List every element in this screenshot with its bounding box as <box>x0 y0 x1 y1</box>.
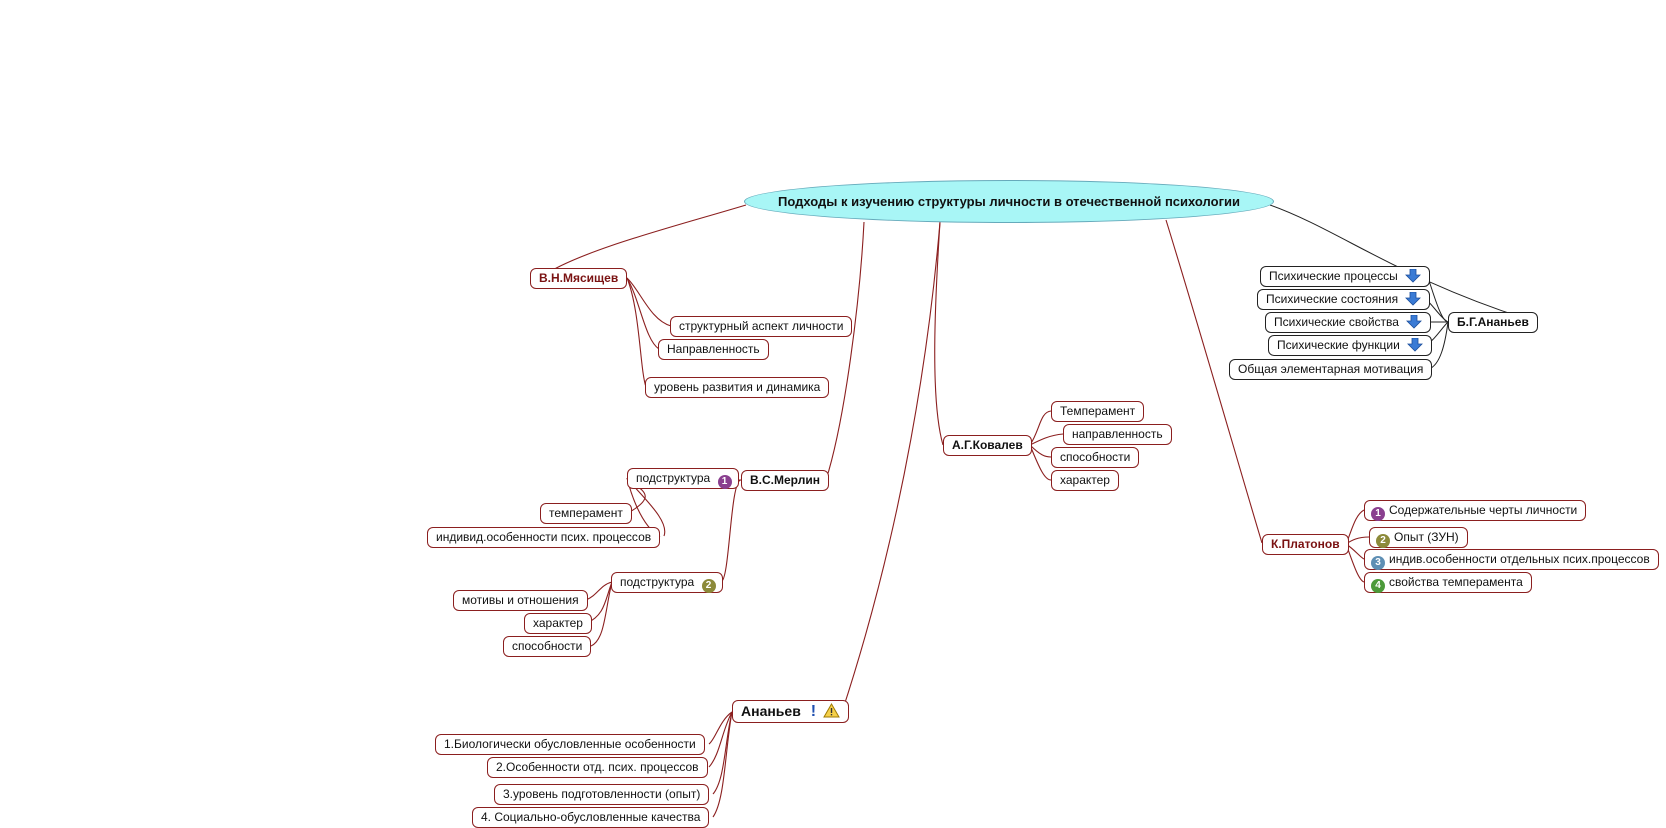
priority-1-icon: 1 <box>717 475 732 489</box>
arrow-down-icon <box>1406 315 1423 329</box>
ananiev-child-1[interactable]: 1.Биологически обусловленные особенности <box>435 734 705 755</box>
branch-merlin[interactable]: В.С.Мерлин <box>741 470 829 491</box>
platonov-child-label: свойства темперамента <box>1389 575 1523 589</box>
branch-bg-ananiev[interactable]: Б.Г.Ананьев <box>1448 312 1538 333</box>
branch-myasishchev[interactable]: В.Н.Мясищев <box>530 268 628 289</box>
myasishchev-child-1[interactable]: структурный аспект личности <box>670 316 853 337</box>
platonov-child-label: Опыт (ЗУН) <box>1394 530 1459 544</box>
platonov-child-2[interactable]: 2 Опыт (ЗУН) <box>1369 527 1468 548</box>
priority-2-icon: 2 <box>1376 534 1390 548</box>
ananiev-child-4[interactable]: 4. Социально-обусловленные качества <box>472 807 710 828</box>
kovalev-child-3[interactable]: способности <box>1051 447 1140 468</box>
bg-ananiev-child-label: Психические свойства <box>1274 315 1399 329</box>
ananiev-title: Ананьев <box>741 703 801 719</box>
substructure-label: подструктура <box>636 471 711 485</box>
arrow-down-icon <box>1407 338 1424 352</box>
bg-ananiev-child-5[interactable]: Общая элементарная мотивация <box>1229 359 1433 380</box>
ananiev-child-3[interactable]: 3.уровень подготовленности (опыт) <box>494 784 710 805</box>
kovalev-child-1[interactable]: Темперамент <box>1051 401 1145 422</box>
branch-ananiev[interactable]: Ананьев ! <box>732 700 849 723</box>
myasishchev-child-3[interactable]: уровень развития и динамика <box>645 377 830 398</box>
merlin-sub1-child-2[interactable]: индивид.особенности псих. процессов <box>427 527 661 548</box>
priority-2-icon: 2 <box>701 579 716 593</box>
myasishchev-child-2[interactable]: Направленность <box>658 339 769 360</box>
merlin-sub2-child-1[interactable]: мотивы и отношения <box>453 590 588 611</box>
bg-ananiev-child-label: Психические процессы <box>1269 269 1398 283</box>
bg-ananiev-child-4[interactable]: Психические функции <box>1268 335 1433 356</box>
platonov-child-label: индив.особенности отдельных псих.процесс… <box>1389 552 1650 566</box>
warning-icon <box>823 703 840 718</box>
exclamation-icon: ! <box>810 703 817 720</box>
platonov-child-4[interactable]: 4 свойства темперамента <box>1364 572 1532 593</box>
ananiev-child-2[interactable]: 2.Особенности отд. псих. процессов <box>487 757 708 778</box>
bg-ananiev-child-label: Психические функции <box>1277 338 1400 352</box>
substructure-label: подструктура <box>620 575 695 589</box>
bg-ananiev-child-2[interactable]: Психические состояния <box>1257 289 1431 310</box>
arrow-down-icon <box>1405 269 1422 283</box>
platonov-child-label: Содержательные черты личности <box>1389 503 1578 517</box>
branch-kovalev[interactable]: А.Г.Ковалев <box>943 435 1032 456</box>
merlin-substructure-2[interactable]: подструктура 2 <box>611 572 723 593</box>
platonov-child-1[interactable]: 1 Содержательные черты личности <box>1364 500 1587 521</box>
arrow-down-icon <box>1405 292 1422 306</box>
root-topic[interactable]: Подходы к изучению структуры личности в … <box>744 180 1274 223</box>
bg-ananiev-child-1[interactable]: Психические процессы <box>1260 266 1431 287</box>
platonov-child-3[interactable]: 3 индив.особенности отдельных псих.процес… <box>1364 549 1659 570</box>
kovalev-child-4[interactable]: характер <box>1051 470 1119 491</box>
branch-platonov[interactable]: К.Платонов <box>1262 534 1349 555</box>
bg-ananiev-child-label: Психические состояния <box>1266 292 1399 306</box>
merlin-sub2-child-2[interactable]: характер <box>524 613 592 634</box>
bg-ananiev-child-3[interactable]: Психические свойства <box>1265 312 1432 333</box>
kovalev-child-2[interactable]: направленность <box>1063 424 1172 445</box>
priority-4-icon: 4 <box>1371 579 1385 593</box>
merlin-substructure-1[interactable]: подструктура 1 <box>627 468 739 489</box>
priority-3-icon: 3 <box>1371 556 1385 570</box>
merlin-sub2-child-3[interactable]: способности <box>503 636 592 657</box>
priority-1-icon: 1 <box>1371 507 1385 521</box>
merlin-sub1-child-1[interactable]: темперамент <box>540 503 632 524</box>
